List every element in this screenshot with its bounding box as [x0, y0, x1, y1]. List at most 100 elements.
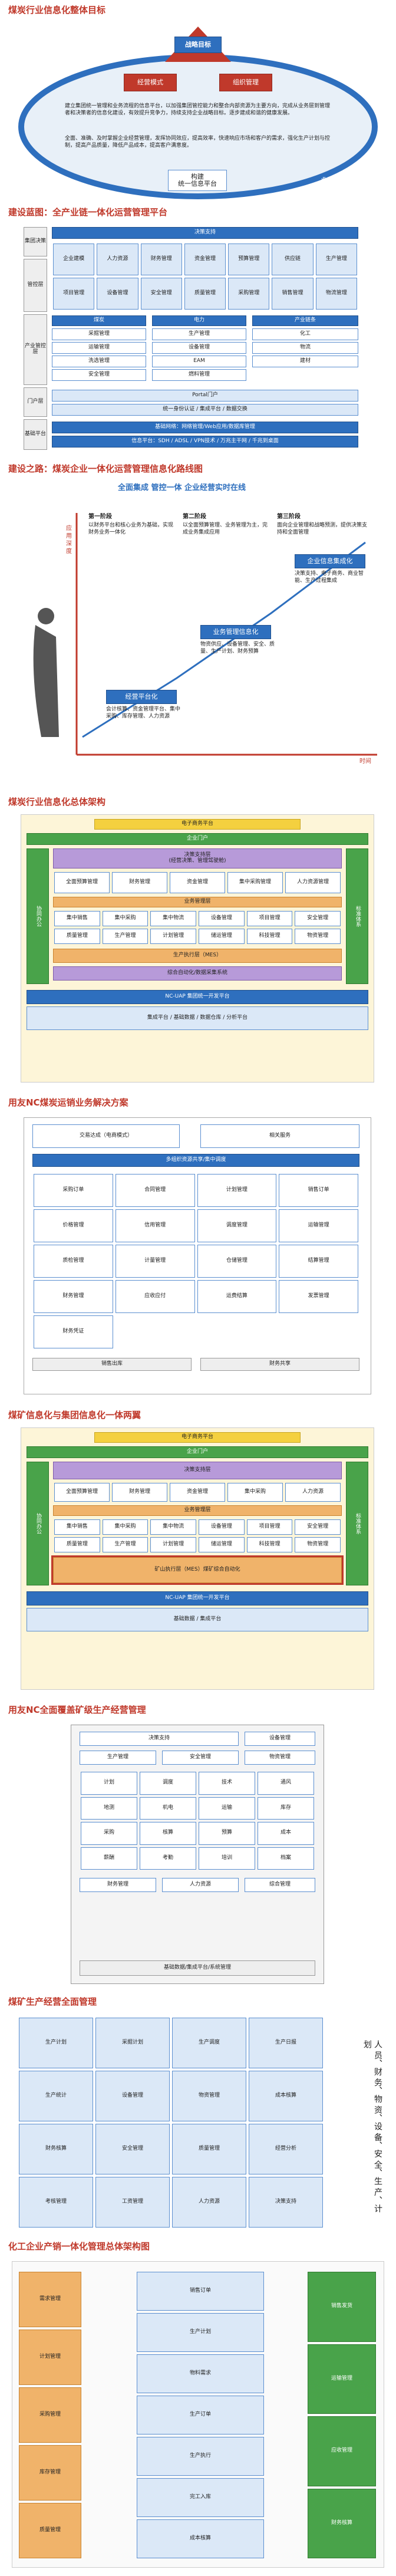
stage-2: 第二阶段 [183, 514, 206, 520]
module-box: 核算 [140, 1822, 196, 1845]
op-bar: 业务管理层 [53, 897, 342, 907]
bar-1: 经营平台化 [106, 690, 177, 704]
mod-c: 安全管理 [162, 1751, 239, 1765]
ds-box: 决策支持层(经营决策、管理驾驶舱) [53, 848, 342, 868]
module-box: 培训 [199, 1847, 255, 1870]
module-box: 设备管理 [97, 278, 138, 310]
section-strategy: 煤炭行业信息化整体目标 战略目标 经营模式 组织管理 建立集团统一管理和业务流程… [0, 0, 396, 200]
module-box: 调度管理 [197, 1209, 277, 1242]
section-production: 煤矿生产经营全面管理 生产计划采掘计划生产调度生产日报生产统计设备管理物资管理成… [0, 1993, 396, 2235]
module-box: 经营分析 [249, 2124, 323, 2174]
top-bar: 决策支持 [52, 227, 358, 239]
module-box: 企业建模 [53, 244, 95, 275]
side-right: 标准体系 [346, 848, 368, 984]
flow-grid: 生产计划采掘计划生产调度生产日报生产统计设备管理物资管理成本核算财务核算安全管理… [18, 2016, 324, 2229]
row-label-4: 基础平台 [24, 419, 47, 450]
module-box: 运费结算 [197, 1280, 277, 1313]
module-box: 通风 [258, 1772, 314, 1795]
stage-3: 第三阶段 [277, 514, 301, 520]
module-box: 预算管理 [228, 244, 270, 275]
net-bar: 基础网络：网络管理/Web应用/数据库管理 [52, 422, 358, 433]
module-box: 科技管理 [246, 1537, 293, 1552]
module-box: 计划管理 [150, 929, 196, 944]
module-box: 销售管理 [272, 278, 314, 310]
bar-2: 业务管理信息化 [200, 625, 271, 639]
module-box: 调度 [140, 1772, 196, 1795]
coal-item: 洗选管理 [52, 356, 146, 367]
module-box: 地测 [81, 1797, 137, 1820]
module-box: 供应链 [272, 244, 314, 275]
module-box: 物料需求 [137, 2354, 264, 2393]
module-box: 储运管理 [199, 929, 245, 944]
module-box: 结算管理 [279, 1245, 358, 1278]
chem-right: 销售发货运输管理应收管理财务核算 [306, 2271, 377, 2559]
base-bar: 基础数据 / 集成平台 [27, 1608, 368, 1631]
section-architecture: 煤炭行业信息化总体架构 电子商务平台 企业门户 协同办公 标准体系 决策支持层(… [0, 793, 396, 1091]
module-box: 集中物流 [150, 911, 196, 926]
module-box: 财务管理 [140, 244, 182, 275]
ec-bar: 电子商务平台 [94, 1432, 301, 1443]
out-bar: 销售出库 [32, 1358, 192, 1371]
sales-bg [24, 1117, 371, 1394]
stage-1-desc: 以财务平台和核心业务为基础，实现财务业务一体化 [88, 522, 174, 535]
module-box: 发票管理 [279, 1280, 358, 1313]
roadmap-graphic [33, 513, 377, 756]
mgmt-row: 全面预算管理财务管理资金管理集中采购管理人力资源管理 [53, 871, 342, 894]
module-box: 库存管理 [19, 2445, 81, 2501]
coal-item: 采掘管理 [52, 328, 146, 340]
module-box: 生产订单 [137, 2396, 264, 2434]
module-box: 人力资源 [172, 2177, 246, 2228]
module-box: 采购管理 [228, 278, 270, 310]
stage-1: 第一阶段 [88, 514, 112, 520]
ds-box: 决策支持层 [53, 1462, 342, 1479]
section-title: 用友NC煤炭运销业务解决方案 [8, 1097, 128, 1108]
module-box: 资金管理 [170, 872, 225, 893]
desc-text: 建立集团统一管理和业务流程的信息平台，以加强集团管控能力和整合内部资源为主要方向… [65, 103, 331, 116]
module-box: 运输管理 [279, 1209, 358, 1242]
module-box: 储运管理 [199, 1537, 245, 1552]
mod-h: 综合管理 [245, 1878, 315, 1892]
module-box: 生产统计 [19, 2071, 93, 2121]
section-title: 用友NC全面覆盖矿级生产经营管理 [8, 1705, 146, 1715]
exec-bar: 生产执行层（MES） [53, 949, 342, 963]
module-box: 全面预算管理 [54, 1483, 110, 1502]
module-box: 生产调度 [172, 2018, 246, 2068]
right-box: 组织管理 [219, 74, 272, 91]
module-box: 安全管理 [140, 278, 182, 310]
module-box: 财务核算 [308, 2488, 376, 2558]
power-item: 生产管理 [152, 328, 246, 340]
coal-item: 运输管理 [52, 342, 146, 354]
module-box: 质量管理 [54, 929, 100, 944]
mod-e: 物资管理 [245, 1751, 315, 1765]
op-grid: 集中销售集中采购集中物流设备管理项目管理安全管理质量管理生产管理计划管理储运管理… [53, 910, 342, 945]
module-box: 工资管理 [95, 2177, 170, 2228]
power-item: 燃料管理 [152, 369, 246, 381]
side-left: 协同办公 [27, 848, 49, 984]
left-box: 经营模式 [124, 74, 177, 91]
chem-mid: 销售订单生产计划物料需求生产订单生产执行完工入库成本核算 [136, 2271, 265, 2559]
module-box: 计划管理 [197, 1174, 277, 1207]
row-label-0: 集团决策 [24, 227, 47, 256]
module-box: 安全管理 [295, 1519, 341, 1535]
module-box: 技术 [199, 1772, 255, 1795]
module-box: 项目管理 [53, 278, 95, 310]
module-box: 安全管理 [95, 2124, 170, 2174]
module-box: 采购管理 [19, 2387, 81, 2443]
section-title: 煤炭行业信息化整体目标 [8, 5, 106, 15]
exec-bar: 矿山执行层（MES）煤矿综合自动化 [51, 1555, 344, 1585]
module-box: 运输 [199, 1797, 255, 1820]
module-box: 成本 [258, 1822, 314, 1845]
nc-bar: NC-UAP 集团统一开发平台 [27, 1591, 368, 1606]
share-bar: 多组织资源共享/集中调度 [32, 1154, 359, 1167]
module-box: 物流管理 [315, 278, 357, 310]
module-box: 采购订单 [34, 1174, 113, 1207]
module-box: 考核管理 [19, 2177, 93, 2228]
module-box: 需求管理 [19, 2272, 81, 2327]
chain-item: 建材 [252, 356, 358, 367]
module-box: 预算 [199, 1822, 255, 1845]
module-box: 考勤 [140, 1847, 196, 1870]
module-box: 生产管理 [102, 929, 148, 944]
module-box: 合同管理 [115, 1174, 195, 1207]
coal-item: 安全管理 [52, 369, 146, 381]
bar-3: 企业信息集成化 [295, 554, 365, 568]
